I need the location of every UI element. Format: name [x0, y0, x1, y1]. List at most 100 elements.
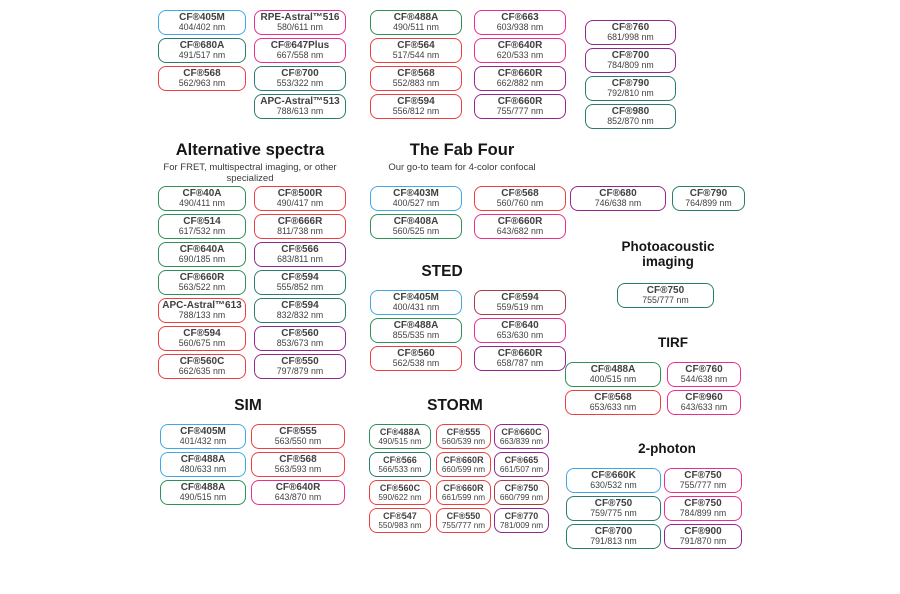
dye-name: CF®660R	[497, 67, 543, 79]
dye-wavelengths: 658/787 nm	[496, 358, 544, 369]
dye-name: CF®568	[501, 187, 539, 199]
dye-name: CF®660R	[497, 347, 543, 359]
dye-name: CF®980	[611, 105, 650, 117]
section-header-sim: SIM	[148, 397, 348, 415]
dye-name: CF®660R	[497, 215, 543, 227]
dye-wavelengths: 791/870 nm	[679, 536, 727, 547]
dye-wavelengths: 660/599 nm	[441, 464, 486, 474]
dye-wavelengths: 490/417 nm	[276, 198, 324, 209]
dye-name: CF®750	[646, 284, 685, 296]
dye-name: CF®408A	[393, 215, 439, 227]
dye-name: CF®750	[684, 469, 722, 481]
section-subtitle: For FRET, multispectral imaging, or othe…	[163, 161, 337, 184]
dye-wavelengths: 781/009 nm	[499, 520, 544, 530]
dye-wavelengths: 562/963 nm	[178, 78, 226, 89]
section-header-photoacoustic: Photoacoustic imaging	[618, 239, 718, 269]
dye-name: CF®666R	[277, 215, 323, 227]
section-header-tirf: TIRF	[593, 335, 753, 351]
dye-name: CF®566	[383, 454, 417, 465]
section-title: Photoacoustic imaging	[621, 239, 715, 269]
dye-wavelengths: 681/998 nm	[607, 32, 654, 43]
section-subtitle: Our go-to team for 4-color confocal	[388, 161, 536, 173]
dye-wavelengths: 792/810 nm	[607, 88, 654, 99]
dye-wavelengths: 560/525 nm	[392, 226, 440, 237]
dye-wavelengths: 490/411 nm	[179, 198, 225, 209]
dye-name: CF®403M	[393, 187, 439, 199]
dye-wavelengths: 755/777 nm	[441, 520, 486, 530]
dye-wavelengths: 400/527 nm	[392, 198, 440, 209]
dye-wavelengths: 556/812 nm	[392, 106, 440, 117]
dye-name: CF®568	[183, 67, 221, 79]
section-title: 2-photon	[638, 441, 696, 456]
section-header-fab-four: The Fab Four Our go-to team for 4-color …	[362, 141, 562, 173]
dye-name: CF®488A	[590, 363, 636, 375]
dye-name: CF®700	[594, 525, 633, 537]
dye-wavelengths: 490/511 nm	[393, 22, 439, 33]
dye-name: CF®760	[611, 21, 650, 33]
dye-name: APC-Astral™513	[260, 95, 340, 107]
section-header-storm: STORM	[355, 397, 555, 415]
dye-wavelengths: 563/522 nm	[178, 282, 226, 293]
dye-wavelengths: 553/322 nm	[276, 78, 324, 89]
dye-name: CF®560	[397, 347, 435, 359]
section-title: SIM	[234, 397, 262, 414]
dye-wavelengths: 404/402 nm	[178, 22, 226, 33]
dye-wavelengths: 400/515 nm	[589, 374, 637, 385]
dye-name: CF®488A	[393, 319, 439, 331]
dye-wavelengths: 788/613 nm	[276, 106, 324, 117]
dye-name: CF®564	[397, 39, 435, 51]
dye-wavelengths: 811/738 nm	[277, 226, 323, 237]
dye-name: CF®663	[501, 11, 539, 23]
dye-name: CF®488A	[180, 453, 226, 465]
section-title: TIRF	[658, 335, 688, 350]
dye-name: CF®405M	[180, 425, 226, 437]
dye-wavelengths: 552/883 nm	[392, 78, 440, 89]
dye-name: RPE-Astral™516	[260, 11, 340, 23]
dye-name: CF®960	[685, 391, 723, 403]
dye-name: CF®680	[599, 187, 637, 199]
dye-wavelengths: 660/799 nm	[499, 492, 544, 502]
dye-wavelengths: 544/638 nm	[680, 374, 728, 385]
dye-name: CF®568	[397, 67, 435, 79]
dye-name: CF®770	[504, 510, 539, 521]
dye-wavelengths: 755/777 nm	[679, 480, 727, 491]
dye-wavelengths: 759/775 nm	[590, 508, 637, 519]
